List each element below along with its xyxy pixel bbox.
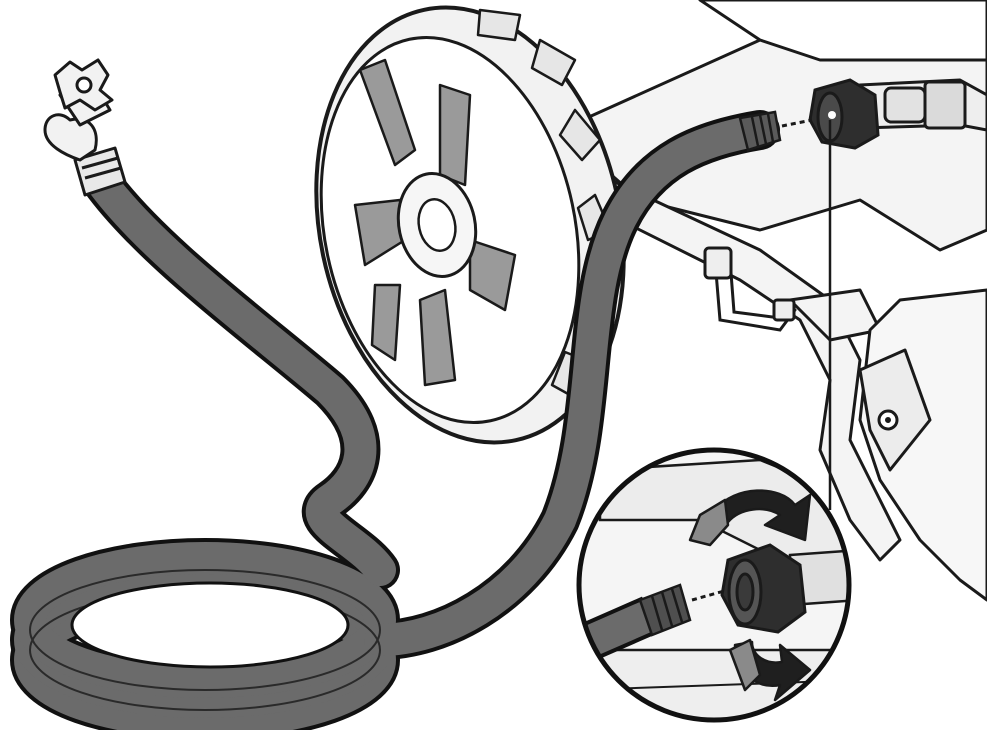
- coupling-nut: [810, 80, 878, 148]
- detail-callout: [570, 440, 870, 730]
- faucet: [45, 60, 125, 195]
- water-inlet: [860, 80, 987, 130]
